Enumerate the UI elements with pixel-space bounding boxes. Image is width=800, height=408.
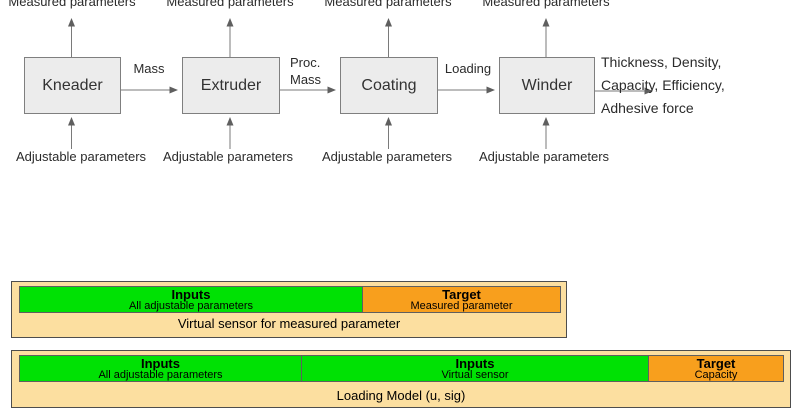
measured-parameters-label-winder: Measured parameters [482, 0, 610, 9]
winder-output-line2: Capacity, Efficiency, [601, 77, 725, 93]
adjustable-parameters-label-coating: Adjustable parameters [321, 149, 453, 164]
cell-title: Inputs [171, 287, 211, 302]
cell-title: Inputs [455, 356, 495, 371]
winder-output-line1: Thickness, Density, [601, 54, 722, 70]
virtual-sensor-model-box: Inputs All adjustable parameters Target … [11, 281, 567, 338]
stage-box-coating: Coating [340, 57, 438, 114]
stage-box-winder: Winder [499, 57, 595, 114]
cell-subtitle: All adjustable parameters [98, 369, 223, 381]
virtual-sensor-target-cell: Target Measured parameter [362, 286, 561, 313]
winder-output-line3: Adhesive force [601, 100, 694, 116]
edge-label-loading: Loading [444, 61, 492, 76]
stage-box-kneader: Kneader [24, 57, 121, 114]
loading-model-target-cell: Target Capacity [648, 355, 784, 382]
cell-title: Inputs [141, 356, 180, 371]
measured-parameters-label-kneader: Measured parameters [8, 0, 136, 9]
cell-title: Target [442, 287, 481, 302]
loading-model-inputs-cell: Inputs All adjustable parameters [19, 355, 302, 382]
measured-parameters-label-coating: Measured parameters [324, 0, 452, 9]
edge-label-proc-mass: Proc. Mass [290, 54, 321, 88]
measured-parameters-label-extruder: Measured parameters [166, 0, 294, 9]
cell-subtitle: Virtual sensor [441, 369, 509, 381]
loading-model-cell-row: Inputs All adjustable parameters Inputs … [19, 355, 784, 382]
loading-model-caption: Loading Model (u, sig) [336, 388, 466, 403]
cell-subtitle: Measured parameter [410, 300, 513, 312]
stage-box-extruder: Extruder [182, 57, 280, 114]
edge-label-proc-mass-line2: Mass [290, 72, 322, 87]
cell-subtitle: All adjustable parameters [128, 300, 254, 312]
cell-subtitle: Capacity [694, 369, 738, 381]
adjustable-parameters-label-kneader: Adjustable parameters [15, 149, 147, 164]
adjustable-parameters-label-winder: Adjustable parameters [478, 149, 610, 164]
edge-label-proc-mass-line1: Proc. [290, 55, 321, 70]
winder-output-parameters: Thickness, Density, Capacity, Efficiency… [601, 51, 725, 120]
adjustable-parameters-label-extruder: Adjustable parameters [162, 149, 294, 164]
loading-model-virtual-sensor-cell: Inputs Virtual sensor [301, 355, 649, 382]
virtual-sensor-inputs-cell: Inputs All adjustable parameters [19, 286, 363, 313]
virtual-sensor-model-caption: Virtual sensor for measured parameter [177, 316, 401, 331]
edge-label-mass: Mass [133, 61, 165, 76]
cell-title: Target [696, 356, 736, 371]
virtual-sensor-cell-row: Inputs All adjustable parameters Target … [19, 286, 561, 313]
loading-model-box: Inputs All adjustable parameters Inputs … [11, 350, 791, 408]
